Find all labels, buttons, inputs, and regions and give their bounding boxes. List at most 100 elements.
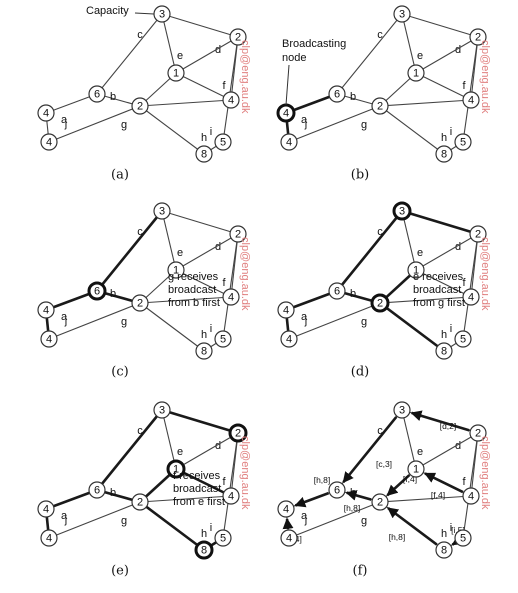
node-value: 8 [441, 346, 447, 358]
edge-n2n5 [222, 233, 239, 340]
node-n4a: 4 [37, 500, 55, 518]
node-value: 4 [286, 137, 292, 149]
tree-arrow [282, 517, 294, 530]
node-value: 4 [468, 491, 474, 503]
edge-a [45, 93, 98, 114]
node-j4: 4 [280, 330, 298, 348]
node-value: 3 [399, 206, 405, 218]
edge-c [96, 13, 163, 95]
edge-n2n5 [462, 233, 479, 340]
edge-label-h: h [441, 329, 447, 341]
node-value: 5 [460, 137, 466, 149]
node-value: 5 [220, 533, 226, 545]
edge-e [401, 210, 417, 271]
node-value: 3 [159, 206, 165, 218]
edge-label-a: a [61, 114, 68, 126]
node-j4: 4 [40, 529, 58, 547]
node-value: 8 [441, 149, 447, 161]
tree-arrow [423, 472, 464, 494]
annotation-c: from b first [168, 297, 220, 309]
edge-g2j4 [288, 302, 381, 340]
node-value: 4 [283, 108, 289, 120]
edge-label-b: b [350, 288, 356, 300]
watermark: clp@eng.au.dk [239, 237, 251, 311]
edge-n2n1 [415, 233, 479, 271]
node-n2: 2 [229, 225, 247, 243]
annotation-e: f receives [173, 470, 221, 482]
node-value: 4 [43, 108, 49, 120]
node-value: 1 [173, 464, 179, 476]
node-value: 2 [235, 229, 241, 241]
node-n2: 2 [469, 424, 487, 442]
edge-label-d: d [215, 440, 221, 452]
node-value: 5 [220, 334, 226, 346]
edge-label-d: d [455, 241, 461, 253]
node-value: 4 [286, 334, 292, 346]
edge-label-g: g [361, 515, 367, 527]
tree-arrow [386, 474, 411, 497]
edge-g2j4 [288, 501, 381, 539]
node-value: 2 [377, 101, 383, 113]
edge-label-a: a [301, 510, 308, 522]
node-n1: 1 [407, 64, 425, 82]
capacity-label: Capacity [86, 5, 129, 17]
edge-n2n5 [222, 432, 239, 539]
node-n3: 3 [153, 5, 171, 23]
node-n1: 1 [407, 460, 425, 478]
annotation-e: from e first [173, 496, 225, 508]
node-j4: 4 [40, 133, 58, 151]
annotation-c: g receives [168, 271, 219, 283]
node-n6: 6 [88, 85, 106, 103]
edge-label-a: a [301, 114, 308, 126]
node-j4: 4 [280, 529, 298, 547]
edge-label-h: h [201, 329, 207, 341]
node-f4: 4 [462, 91, 480, 109]
edge-c [95, 409, 164, 491]
edge-label-b: b [110, 288, 116, 300]
node-value: 8 [201, 149, 207, 161]
edge-label-j: j [304, 118, 307, 130]
edge-label-j: j [64, 118, 67, 130]
edge-d [401, 13, 479, 38]
annotation-d: from g first [413, 297, 465, 309]
node-value: 2 [137, 497, 143, 509]
node-value: 4 [46, 533, 52, 545]
node-value: 2 [475, 428, 481, 440]
node-n6: 6 [328, 282, 346, 300]
tree-arrow [410, 410, 470, 432]
node-value: 2 [235, 32, 241, 44]
node-n2: 2 [469, 225, 487, 243]
edge-label-b: b [110, 91, 116, 103]
annotation-d: e receives [413, 271, 464, 283]
watermark: clp@eng.au.dk [479, 237, 491, 311]
node-value: 5 [220, 137, 226, 149]
node-value: 2 [377, 298, 383, 310]
edge-a [45, 488, 98, 511]
edge-label-h: h [441, 132, 447, 144]
node-g2: 2 [131, 97, 149, 115]
tree-arrow [387, 506, 438, 546]
edge-f [415, 72, 472, 101]
edge-label-c: c [377, 29, 383, 41]
capacity-pointer [134, 12, 155, 15]
node-n8: 8 [435, 541, 453, 559]
node-n3: 3 [153, 202, 171, 220]
node-f4: 4 [462, 487, 480, 505]
edge-label-c: c [137, 29, 143, 41]
tree-arrow [294, 491, 330, 508]
edge-d [161, 408, 239, 435]
annotation-e: broadcast [173, 483, 221, 495]
tree-edge-label: [f,4] [431, 490, 445, 500]
node-value: 4 [46, 137, 52, 149]
broadcasting-node-label: Broadcasting [282, 38, 346, 50]
panel-caption: (b) [351, 168, 369, 183]
edge-n2n5 [462, 36, 479, 143]
edge-g2f4 [379, 296, 472, 304]
node-value: 4 [43, 504, 49, 516]
node-g2: 2 [371, 493, 389, 511]
node-n3: 3 [153, 401, 171, 419]
node-g2: 2 [370, 293, 390, 313]
node-value: 4 [228, 491, 234, 503]
edge-g2f4 [379, 99, 472, 107]
node-n5: 5 [214, 133, 232, 151]
